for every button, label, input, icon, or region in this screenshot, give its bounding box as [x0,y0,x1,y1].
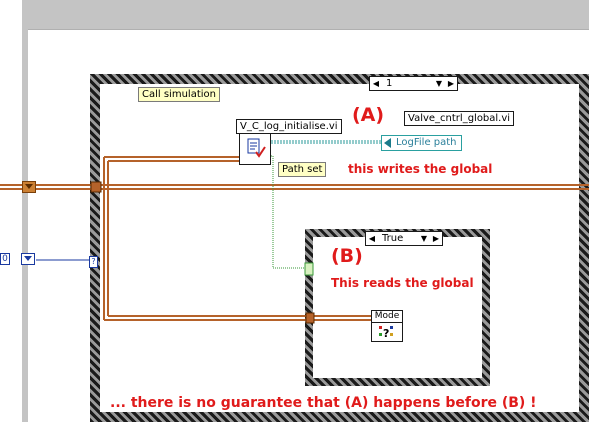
path-set-boolean-wire[interactable] [271,155,305,269]
outer-structure-inner-edge [28,29,589,30]
dropdown-triangle-icon [25,184,33,189]
global-variable-icon [384,138,391,148]
annotation-b-label: (B) [331,245,363,267]
mode-label: Mode [372,311,402,323]
log-initialise-icon [247,138,266,158]
global-vi-name-label: Valve_cntrl_global.vi [404,111,515,126]
case-selector-terminal[interactable] [304,262,314,276]
call-simulation-label: Call simulation [138,87,220,102]
case-selector-value: True [382,233,404,244]
unknown-type-icon: ? [379,326,393,340]
annotation-a-label: (A) [352,104,385,126]
outer-structure-left-border [22,0,28,422]
svg-text:?: ? [383,327,389,340]
annotation-b-description: This reads the global [331,276,474,290]
sequence-frame-value: 1 [386,78,393,89]
next-frame-arrow-icon[interactable]: ▶ [447,79,455,88]
numeric-tunnel[interactable]: ? [89,256,98,268]
logfile-path-wire[interactable] [271,140,381,144]
sequence-frame-selector[interactable]: ◀ 1 ▼ ▶ [369,76,458,91]
error-cluster-wire[interactable] [0,156,589,321]
conclusion-annotation: ... there is no guarantee that (A) happe… [110,395,537,411]
error-tunnel-case-left[interactable] [305,312,315,324]
dropdown-arrow-icon[interactable]: ▼ [420,234,428,243]
annotation-a-description: this writes the global [348,162,493,176]
error-tunnel-sequence-left[interactable] [90,181,102,193]
dropdown-arrow-icon[interactable]: ▼ [435,79,443,88]
path-set-label: Path set [278,162,327,177]
next-case-arrow-icon[interactable]: ▶ [432,234,440,243]
logfile-path-label: LogFile path [396,137,457,148]
mode-global-read[interactable]: Mode ? [371,310,403,342]
numeric-control-terminal[interactable] [21,253,35,265]
v-c-log-initialise-subvi[interactable] [239,133,271,165]
numeric-constant[interactable]: 0 [0,253,10,265]
error-in-terminal[interactable] [22,181,36,193]
outer-structure-top-border [22,0,589,29]
previous-frame-arrow-icon[interactable]: ◀ [372,79,380,88]
subvi-name-label: V_C_log_initialise.vi [236,119,342,134]
dropdown-triangle-icon [24,256,32,261]
case-selector[interactable]: ◀ True ▼ ▶ [365,231,443,246]
previous-case-arrow-icon[interactable]: ◀ [368,234,376,243]
logfile-path-global-write[interactable]: LogFile path [381,135,462,151]
